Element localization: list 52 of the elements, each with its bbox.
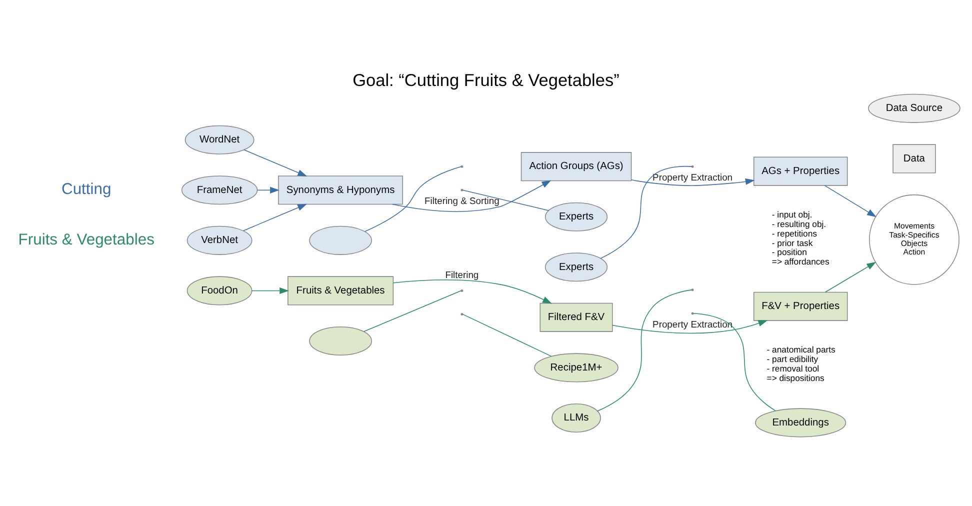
arrow: [242, 204, 308, 232]
diagram-title: Goal: “Cutting Fruits & Vegetables”: [352, 70, 620, 90]
label: Cutting: [61, 181, 112, 198]
node-box: F&V + Properties: [753, 292, 848, 321]
node-label: - prior task: [772, 238, 813, 248]
node-ellipse: WordNet: [184, 125, 254, 154]
arrow: [392, 280, 552, 304]
node-box: AGs + Properties: [753, 156, 848, 186]
node-label: - repetitions: [772, 228, 817, 238]
node-ellipse: Embeddings: [755, 408, 846, 438]
node-ellipse: Recipe1M+: [534, 353, 618, 382]
connector: [462, 190, 550, 211]
node-ellipse: VerbNet: [186, 226, 252, 255]
node-ellipse: FoodOn: [186, 276, 252, 306]
node-circle: Movements Task-Specifics Objects Action: [869, 194, 960, 285]
node-ellipse: Experts: [544, 202, 608, 232]
connector: [364, 290, 462, 332]
arrow: [252, 287, 290, 294]
node-ellipse: [309, 326, 372, 356]
connector: [364, 166, 462, 232]
edge-label: Filtering & Sorting: [424, 194, 500, 206]
node-box: Filtered F&V: [540, 302, 613, 332]
edge-label: Property Extraction: [652, 171, 733, 182]
node-label: => affordances: [772, 256, 830, 267]
node-label: - input obj.: [772, 209, 812, 220]
arrow: [824, 185, 876, 218]
node-ellipse: LLMs: [552, 403, 601, 433]
node-label: => dispositions: [766, 372, 824, 383]
node-label: - resulting obj.: [772, 218, 826, 229]
arrow: [824, 262, 876, 293]
arrow: [244, 149, 308, 176]
node-label: - removal tool: [766, 363, 820, 374]
node-box: Fruits & Vegetables: [288, 276, 394, 306]
connector: [597, 290, 692, 412]
node-label: - part edibility: [766, 354, 818, 364]
node-label: - position: [772, 247, 807, 258]
node-ellipse: Experts: [544, 252, 608, 282]
legend-label: Data Source: [886, 103, 943, 114]
node-ellipse: [309, 226, 372, 255]
arrow: [257, 186, 280, 194]
connector: [693, 313, 776, 412]
node-box: Action Groups (AGs): [520, 152, 632, 182]
node-box: Synonyms & Hyponyms: [278, 176, 404, 205]
legend-label: Data: [903, 153, 926, 164]
connector: [600, 166, 692, 259]
arrow: [392, 180, 552, 212]
arrow: [631, 178, 755, 186]
node-label: - anatomical parts: [766, 344, 836, 355]
edge-label: Filtering: [445, 268, 479, 280]
connector: [462, 314, 552, 357]
label: Fruits & Vegetables: [18, 231, 154, 248]
node-ellipse: FrameNet: [181, 176, 258, 205]
